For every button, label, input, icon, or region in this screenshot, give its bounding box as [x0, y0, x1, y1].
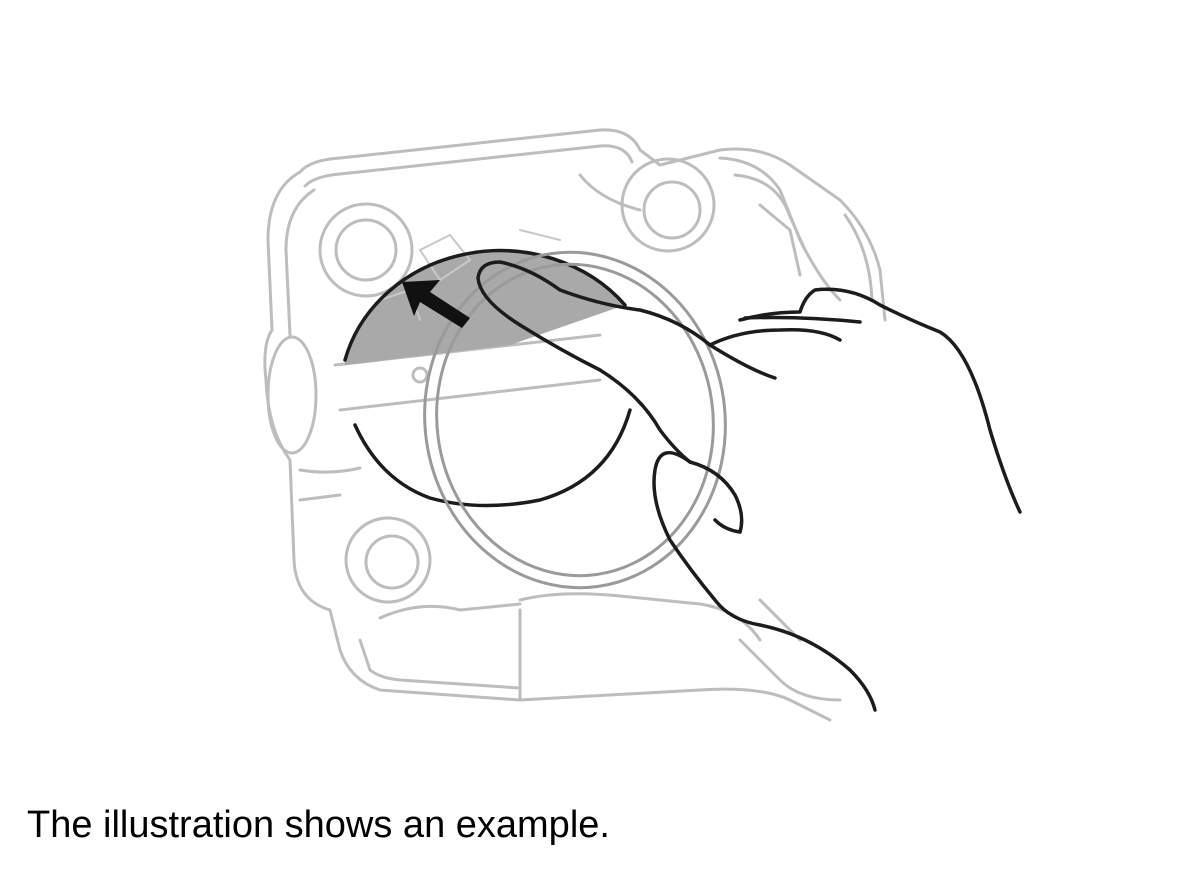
hand-outline	[476, 260, 1022, 712]
camera-body-outline	[263, 128, 887, 722]
caption-text: The illustration shows an example.	[27, 804, 610, 846]
camera-lens-mount-illustration	[263, 128, 1022, 722]
mount-ring	[423, 250, 727, 590]
mount-circle	[343, 248, 627, 362]
mount-shaded-area	[345, 250, 625, 365]
arrow-up-left-icon	[402, 280, 470, 328]
